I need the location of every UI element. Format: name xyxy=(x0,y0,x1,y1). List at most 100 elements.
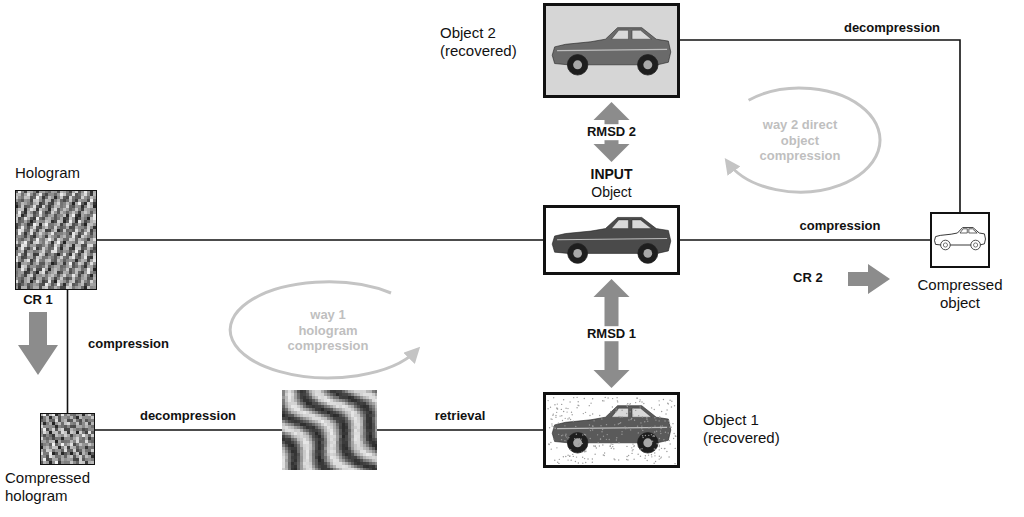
pattern-cell xyxy=(345,432,348,435)
pattern-cell xyxy=(288,450,291,453)
pattern-cell xyxy=(18,193,21,196)
pattern-cell xyxy=(336,414,339,417)
pattern-cell xyxy=(87,265,90,268)
pattern-cell xyxy=(333,408,336,411)
pattern-cell xyxy=(333,414,336,417)
pattern-cell xyxy=(84,238,87,241)
pattern-cell xyxy=(54,202,57,205)
pattern-cell xyxy=(87,250,90,253)
pattern-cell xyxy=(357,450,360,453)
pattern-cell xyxy=(288,417,291,420)
pattern-cell xyxy=(66,229,69,232)
pattern-cell xyxy=(372,399,375,402)
pattern-cell xyxy=(342,405,345,408)
pattern-cell xyxy=(288,396,291,399)
pattern-cell xyxy=(318,417,321,420)
pattern-cell xyxy=(58,455,61,458)
pattern-cell xyxy=(64,455,67,458)
pattern-cell xyxy=(30,199,33,202)
pattern-cell xyxy=(84,256,87,259)
pattern-cell xyxy=(348,393,351,396)
pattern-cell xyxy=(348,450,351,453)
pattern-cell xyxy=(82,461,85,464)
pattern-cell xyxy=(69,253,72,256)
pattern-cell xyxy=(72,223,75,226)
pattern-cell xyxy=(93,277,96,280)
pattern-cell xyxy=(333,405,336,408)
pattern-cell xyxy=(291,417,294,420)
pattern-cell xyxy=(24,280,27,283)
pattern-cell xyxy=(285,411,288,414)
pattern-cell xyxy=(345,408,348,411)
pattern-cell xyxy=(36,262,39,265)
pattern-cell xyxy=(318,396,321,399)
pattern-cell xyxy=(309,441,312,444)
pattern-cell xyxy=(88,452,91,455)
pattern-cell xyxy=(294,441,297,444)
pattern-cell xyxy=(72,253,75,256)
pattern-cell xyxy=(33,232,36,235)
pattern-cell xyxy=(78,241,81,244)
pattern-cell xyxy=(333,396,336,399)
pattern-cell xyxy=(336,438,339,441)
pattern-cell xyxy=(54,277,57,280)
pattern-cell xyxy=(282,411,285,414)
pattern-cell xyxy=(369,396,372,399)
pattern-cell xyxy=(75,241,78,244)
pattern-cell xyxy=(60,220,63,223)
pattern-cell xyxy=(309,399,312,402)
pattern-cell xyxy=(46,443,49,446)
pattern-cell xyxy=(63,277,66,280)
ratio-arrow xyxy=(18,312,58,375)
pattern-cell xyxy=(348,414,351,417)
pattern-cell xyxy=(78,244,81,247)
pattern-cell xyxy=(348,411,351,414)
pattern-cell xyxy=(61,419,64,422)
pattern-cell xyxy=(369,450,372,453)
pattern-cell xyxy=(76,422,79,425)
pattern-cell xyxy=(372,411,375,414)
pattern-cell xyxy=(42,226,45,229)
pattern-cell xyxy=(90,277,93,280)
pattern-cell xyxy=(87,247,90,250)
pattern-cell xyxy=(72,220,75,223)
pattern-cell xyxy=(36,268,39,271)
pattern-cell xyxy=(306,450,309,453)
pattern-cell xyxy=(51,253,54,256)
pattern-cell xyxy=(288,405,291,408)
pattern-cell xyxy=(42,274,45,277)
pattern-cell xyxy=(291,441,294,444)
pattern-cell xyxy=(69,208,72,211)
pattern-cell xyxy=(321,414,324,417)
pattern-cell xyxy=(57,268,60,271)
pattern-cell xyxy=(291,411,294,414)
pattern-cell xyxy=(357,390,360,393)
pattern-cell xyxy=(33,217,36,220)
pattern-cell xyxy=(42,259,45,262)
pattern-cell xyxy=(61,437,64,440)
pattern-cell xyxy=(63,193,66,196)
pattern-cell xyxy=(63,196,66,199)
pattern-cell xyxy=(306,426,309,429)
pattern-cell xyxy=(45,214,48,217)
pattern-cell xyxy=(18,265,21,268)
pattern-cell xyxy=(366,393,369,396)
pattern-cell xyxy=(63,217,66,220)
pattern-cell xyxy=(285,393,288,396)
pattern-cell xyxy=(42,199,45,202)
pattern-cell xyxy=(33,199,36,202)
pattern-cell xyxy=(357,417,360,420)
pattern-cell xyxy=(67,449,70,452)
pattern-cell xyxy=(330,423,333,426)
pattern-cell xyxy=(90,238,93,241)
pattern-cell xyxy=(39,202,42,205)
pattern-cell xyxy=(63,259,66,262)
pattern-cell xyxy=(54,274,57,277)
pattern-cell xyxy=(294,429,297,432)
pattern-cell xyxy=(336,402,339,405)
pattern-cell xyxy=(318,390,321,393)
pattern-cell xyxy=(297,423,300,426)
pattern-cell xyxy=(24,265,27,268)
pattern-cell xyxy=(354,426,357,429)
pattern-cell xyxy=(84,280,87,283)
